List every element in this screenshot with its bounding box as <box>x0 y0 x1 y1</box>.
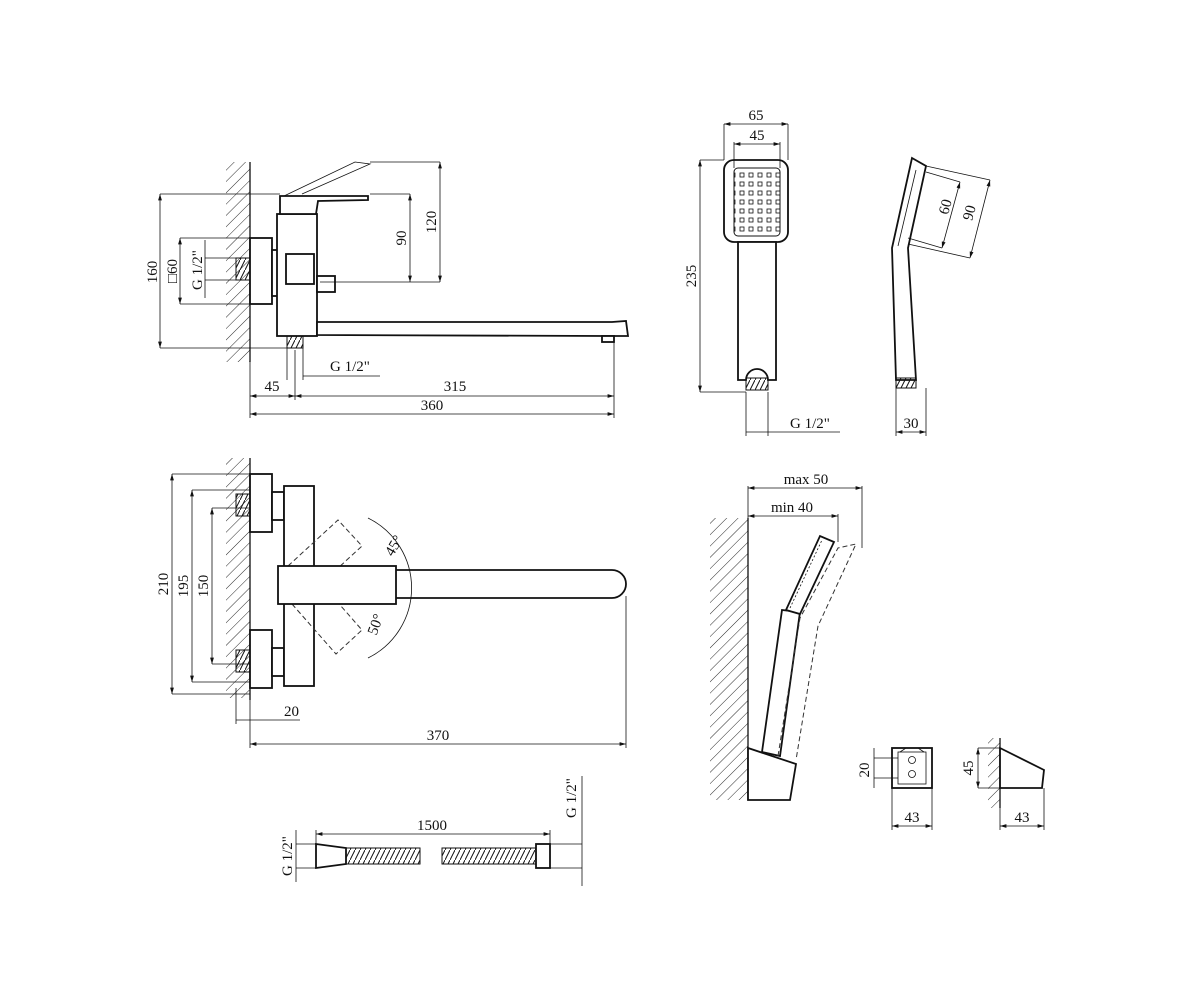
holder-side-body <box>999 746 1045 789</box>
spout <box>316 320 630 337</box>
shower-head-installed <box>784 534 836 616</box>
dim-90: 90 <box>960 204 979 223</box>
dim-65: 65 <box>749 108 764 124</box>
dim-45: 45 <box>265 379 280 395</box>
body-square <box>285 253 315 285</box>
holder-angle-view: max 50 min 40 <box>710 472 863 801</box>
side-view: 160 □60 G 1/2" 90 120 G 1/2" 45 315 360 <box>145 161 630 418</box>
dim-g-hose-left: G 1/2" <box>280 836 296 876</box>
shower-installed <box>760 609 802 758</box>
shower-alt-position <box>777 543 857 761</box>
lever-handle <box>279 195 369 215</box>
upper-nut <box>271 491 285 521</box>
angle-45: 45° <box>382 533 406 559</box>
lower-thread <box>235 649 251 673</box>
dim-43: 43 <box>1015 810 1030 826</box>
holder-side-view: 45 43 <box>961 738 1045 830</box>
diverter-knob <box>316 275 336 293</box>
dim-370: 370 <box>427 728 450 744</box>
dim-235: 235 <box>684 265 700 288</box>
dim-20: 20 <box>857 763 873 778</box>
hose-coil-left <box>345 847 421 865</box>
hose-view: 1500 G 1/2" G 1/2" <box>280 776 583 886</box>
dim-90: 90 <box>394 231 410 246</box>
dim-45: 45 <box>961 761 977 776</box>
dim-60-square: □60 <box>165 259 181 283</box>
dim-g-handle: G 1/2" <box>790 416 830 432</box>
inlet-thread <box>235 257 251 281</box>
dim-g-hose-right: G 1/2" <box>564 778 580 818</box>
lever-raised-outline <box>283 161 372 197</box>
side-thread <box>895 377 917 389</box>
wall-flange <box>249 237 273 305</box>
hand-shower-front: 65 45 235 G 1/2" <box>684 108 840 436</box>
screw-hole <box>908 756 916 764</box>
dim-45: 45 <box>750 128 765 144</box>
dim-min-40: min 40 <box>771 500 813 516</box>
dim-30: 30 <box>904 416 919 432</box>
angle-arc <box>367 517 412 659</box>
hose-coil-right <box>441 847 537 865</box>
dim-160: 160 <box>145 261 161 284</box>
angle-50: 50° <box>365 612 387 637</box>
shower-side-profile <box>891 156 928 381</box>
shower-handle <box>737 241 777 381</box>
dim-315: 315 <box>444 379 467 395</box>
shower-holes <box>733 167 781 237</box>
dim-20: 20 <box>284 704 299 720</box>
dim-1500: 1500 <box>417 818 447 834</box>
handle-thread <box>745 377 769 391</box>
lower-nut <box>271 647 285 677</box>
outlet-thread <box>286 335 304 349</box>
dim-210: 210 <box>156 573 172 596</box>
dim-g-inlet: G 1/2" <box>190 250 206 290</box>
wall-hatch <box>988 738 1000 808</box>
dim-g-outlet: G 1/2" <box>330 359 370 375</box>
lever-handle <box>277 565 397 605</box>
top-view: 45° 50° 210 195 150 20 370 <box>156 458 627 748</box>
lower-flange <box>249 629 273 689</box>
spout-aerator <box>601 335 615 343</box>
wall-hatch <box>710 518 748 800</box>
hose-cone <box>315 842 347 870</box>
dim-360: 360 <box>421 398 444 414</box>
holder-front-view: 20 43 <box>857 747 933 830</box>
dim-max-50: max 50 <box>784 472 829 488</box>
hand-shower-side: 60 90 30 <box>891 156 991 436</box>
screw-hole <box>908 770 916 778</box>
holder-block <box>747 746 798 801</box>
dim-150: 150 <box>196 575 212 598</box>
upper-flange <box>249 473 273 533</box>
upper-thread <box>235 493 251 517</box>
dim-195: 195 <box>176 575 192 598</box>
hose-nut <box>535 843 551 869</box>
dim-120: 120 <box>424 211 440 234</box>
dim-60: 60 <box>936 198 955 217</box>
dim-43: 43 <box>905 810 920 826</box>
